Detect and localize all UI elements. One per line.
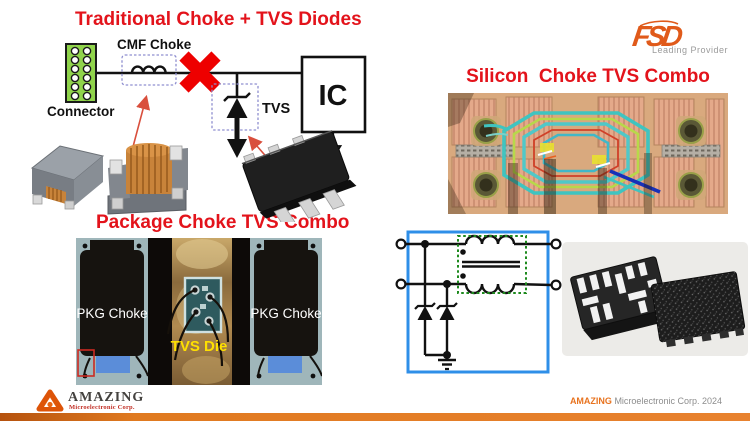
connector-pins bbox=[70, 46, 92, 101]
cmf-choke-label: CMF Choke bbox=[117, 37, 192, 52]
red-highlight-box bbox=[77, 349, 95, 377]
junction-dot-3 bbox=[443, 351, 451, 359]
connector-label: Connector bbox=[47, 104, 115, 119]
dfn-chip-top-view bbox=[650, 271, 746, 348]
polarity-dot-top bbox=[460, 249, 466, 255]
footer-credit-brand: AMAZING bbox=[569, 396, 612, 406]
traditional-circuit-diagram: Connector CMF Choke TVS IC bbox=[30, 37, 367, 222]
right-blue-pad bbox=[268, 356, 302, 373]
combo-schematic bbox=[395, 230, 562, 374]
connector-block bbox=[65, 43, 97, 103]
schematic-blue-box bbox=[406, 230, 550, 374]
pkg-choke-right-label: PKG Choke bbox=[250, 306, 321, 321]
polarity-dot-bottom bbox=[460, 273, 466, 279]
cmf-choke-photo-1 bbox=[30, 145, 105, 210]
fsd-tagline: Leading Provider bbox=[652, 45, 729, 55]
footer-credit: AMAZING Microelectronic Corp. 2024 bbox=[0, 396, 722, 406]
amazing-logo-icon bbox=[36, 389, 64, 412]
tvs-zener-bar bbox=[223, 92, 251, 102]
silicon-die-photo bbox=[448, 93, 728, 214]
tvs-package-photo bbox=[241, 130, 357, 222]
amazing-logo-sub: Microelectronic Corp. bbox=[69, 404, 135, 411]
left-blue-pad bbox=[96, 356, 130, 373]
probe-shadows bbox=[448, 93, 652, 214]
die-bond-pads bbox=[471, 116, 706, 200]
schematic-wires bbox=[406, 234, 552, 360]
tvs-down-arrow-icon bbox=[227, 139, 247, 158]
right-pkg-choke-body bbox=[254, 250, 318, 356]
bond-wires bbox=[166, 288, 230, 367]
cmf-choke-box bbox=[121, 54, 177, 86]
dfn-package-photo bbox=[562, 242, 748, 356]
tvs-box bbox=[211, 83, 259, 131]
tvs-diode-triangle bbox=[226, 98, 248, 118]
footer-credit-text: Microelectronic Corp. 2024 bbox=[611, 396, 722, 406]
ground-icon bbox=[438, 358, 456, 371]
tvs-die-label: TVS Die bbox=[171, 338, 228, 355]
fsd-logo-swoosh bbox=[639, 20, 679, 27]
fsd-logo-text: FSD bbox=[631, 21, 685, 53]
left-pkg-choke-body bbox=[80, 250, 144, 356]
die-structures bbox=[451, 96, 725, 208]
zener-diode-right bbox=[436, 302, 458, 320]
cmf-choke-photo-2 bbox=[107, 143, 188, 215]
dfn-pads bbox=[576, 262, 658, 324]
junction-dot-2 bbox=[443, 280, 451, 288]
package-choke-photo: PKG Choke PKG Choke bbox=[76, 238, 322, 385]
ic-block bbox=[300, 55, 367, 134]
dfn-leads bbox=[665, 328, 745, 348]
terminals bbox=[395, 238, 562, 291]
pkg-choke-left-label: PKG Choke bbox=[76, 306, 147, 321]
dfn-chip-bottom-view bbox=[570, 256, 678, 341]
fsd-logo: FSD bbox=[618, 14, 743, 58]
spiral-inductor bbox=[483, 111, 661, 199]
junction-dot-1 bbox=[421, 240, 429, 248]
ic-label: IC bbox=[319, 80, 348, 112]
zener-diode-left bbox=[414, 302, 436, 320]
red-x-icon bbox=[179, 51, 221, 93]
inductor-symbol bbox=[130, 65, 167, 74]
footer-accent-bar bbox=[0, 413, 750, 421]
title-traditional: Traditional Choke + TVS Diodes bbox=[75, 9, 362, 30]
title-silicon: Silicon Choke TVS Combo bbox=[466, 66, 710, 87]
amazing-logo-name: AMAZING bbox=[68, 390, 145, 405]
tvs-label: TVS bbox=[262, 101, 291, 117]
